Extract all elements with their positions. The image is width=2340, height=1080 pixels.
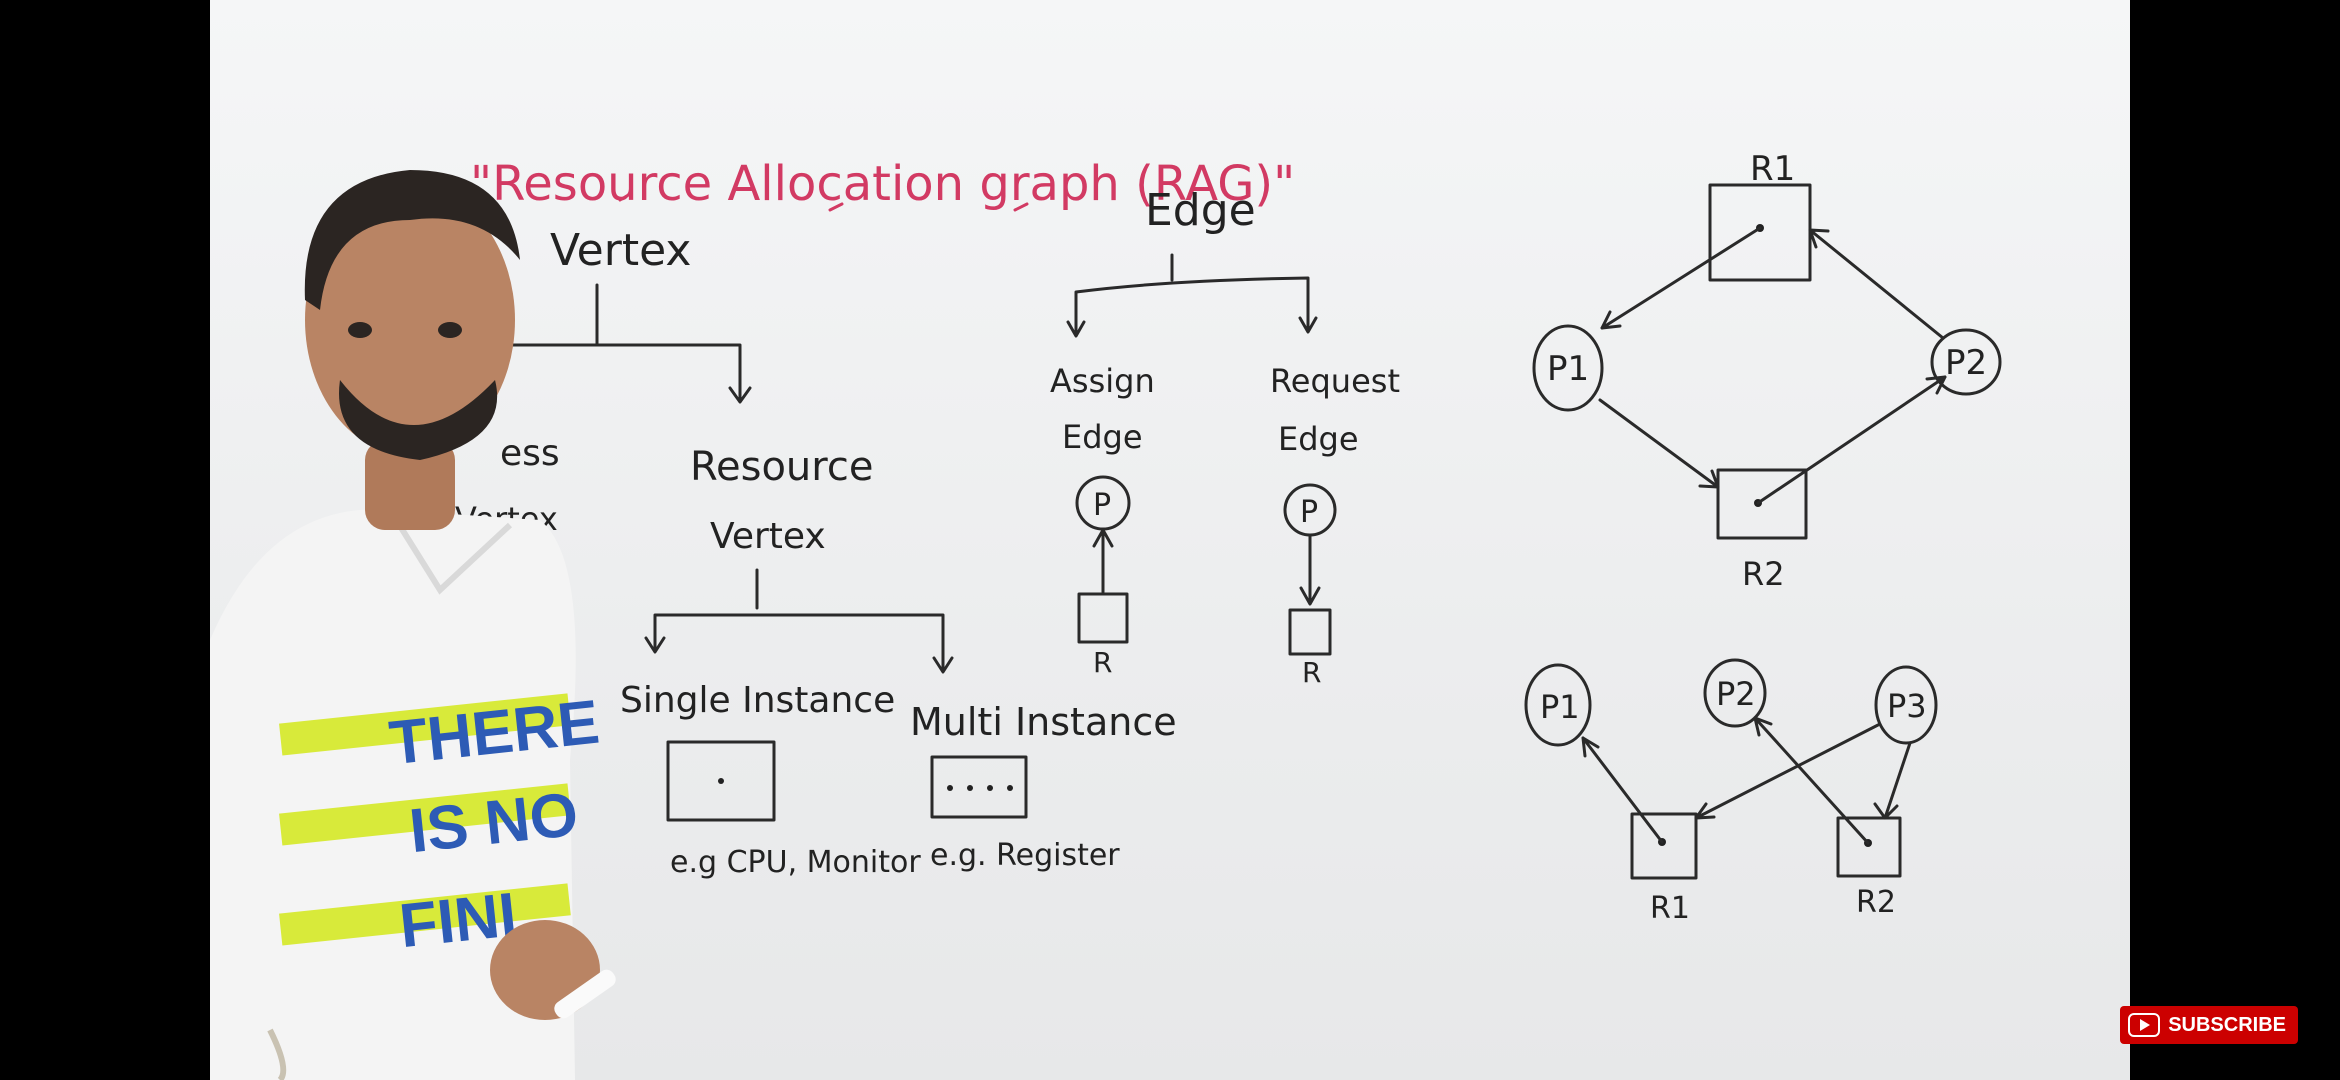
- graph2-p3-to-r2-edge: [1873, 741, 1912, 820]
- assign-edge-line2: Edge: [1062, 418, 1143, 456]
- board-title: "Resource Allocation graph (RAG)": [470, 156, 1295, 212]
- subscribe-label: SUBSCRIBE: [2168, 1013, 2286, 1036]
- graph1-r2-to-p2-edge: [1756, 375, 1947, 505]
- resource-node-label: R: [1093, 646, 1112, 679]
- edge-branch-lines: [1074, 253, 1310, 337]
- single-instance-example: e.g CPU, Monitor: [670, 845, 921, 880]
- process-vertex-label-1: ess: [500, 433, 560, 474]
- graph1-r1-box: [1708, 183, 1812, 282]
- assign-edge-line1: Assign: [1050, 362, 1155, 400]
- graph2-r2-to-p2-edge: [1753, 716, 1870, 845]
- rag-example-graph-1: R1 P1 P2 R2: [1532, 149, 2002, 593]
- graph1-r2-label: R2: [1742, 555, 1785, 593]
- whiteboard-drawing: "Resource Allocation graph (RAG)" Vertex…: [408, 149, 2002, 926]
- resource-branch-lines: [653, 568, 945, 672]
- graph2-p2-label: P2: [1716, 675, 1756, 713]
- request-edge-line1: Request: [1270, 362, 1400, 400]
- title-underline-marks: [618, 192, 1029, 212]
- graph1-p2-node: [1930, 328, 2002, 396]
- vertex-branch-lines: [408, 283, 742, 402]
- graph2-p3-node: [1874, 665, 1938, 745]
- graph1-r1-to-p1-edge: [1600, 226, 1762, 330]
- presenter: THERE IS NO FINI: [210, 170, 616, 1080]
- resource-vertex-line1: Resource: [690, 444, 873, 490]
- vertex-heading: Vertex: [550, 225, 691, 276]
- graph1-p1-node: [1532, 324, 1604, 412]
- graph1-p1-label: P1: [1547, 349, 1589, 389]
- play-icon: [2128, 1013, 2161, 1037]
- graph2-r1-to-p1-edge: [1581, 736, 1664, 844]
- resource-node-label: R: [1302, 656, 1321, 689]
- graph1-p2-label: P2: [1945, 343, 1987, 383]
- graph2-r1-box: [1630, 812, 1698, 880]
- request-edge-arrow: [1299, 534, 1321, 606]
- presenter-beard: [339, 380, 498, 460]
- graph2-r2-label: R2: [1856, 885, 1896, 920]
- arrow-down-icon: [728, 386, 752, 404]
- single-instance-label: Single Instance: [620, 680, 895, 721]
- graph2-p3-label: P3: [1887, 687, 1927, 725]
- arrow-down-icon: [1066, 316, 1318, 338]
- assign-edge-arrow: [1092, 528, 1114, 594]
- process-node-label: P: [1093, 488, 1111, 523]
- graph2-p3-to-r1-edge: [1694, 723, 1880, 820]
- resource-vertex-line2: Vertex: [710, 516, 826, 557]
- graph1-p1-to-r2-edge: [1598, 398, 1720, 489]
- marker-pens: [554, 969, 616, 1019]
- multi-instance-label: Multi Instance: [910, 700, 1177, 744]
- request-edge-line2: Edge: [1278, 420, 1359, 458]
- presenter-hair: [304, 170, 520, 310]
- graph2-r1-label: R1: [1650, 891, 1690, 926]
- bracelet: [267, 1028, 287, 1080]
- graph2-r2-box: [1836, 816, 1902, 878]
- resource-node: [1077, 592, 1129, 644]
- video-frame[interactable]: "Resource Allocation graph (RAG)" Vertex…: [210, 0, 2130, 1080]
- edge-heading: Edge: [1145, 185, 1256, 236]
- graph2-p2-node: [1703, 658, 1767, 728]
- single-instance-box: [666, 740, 776, 822]
- process-node-label: P: [1300, 495, 1318, 530]
- graph2-p1-node: [1524, 663, 1592, 747]
- graph1-r2-box: [1716, 468, 1808, 540]
- resource-node: [1288, 608, 1332, 656]
- instance-dot: [718, 778, 724, 784]
- graph2-p1-label: P1: [1540, 688, 1580, 726]
- rag-example-graph-2: P1 P2 P3 R1 R2: [1524, 658, 1938, 926]
- whiteboard: "Resource Allocation graph (RAG)" Vertex…: [210, 0, 2130, 1080]
- subscribe-button[interactable]: SUBSCRIBE: [2120, 1006, 2298, 1044]
- arrow-down-icon: [644, 636, 954, 674]
- multi-instance-example: e.g. Register: [930, 838, 1120, 873]
- presenter-face: [305, 185, 515, 455]
- multi-instance-box: [930, 755, 1028, 819]
- graph1-r1-label: R1: [1750, 149, 1795, 189]
- presenter-neck: [365, 440, 455, 530]
- graph1-p2-to-r1-edge: [1808, 228, 1945, 340]
